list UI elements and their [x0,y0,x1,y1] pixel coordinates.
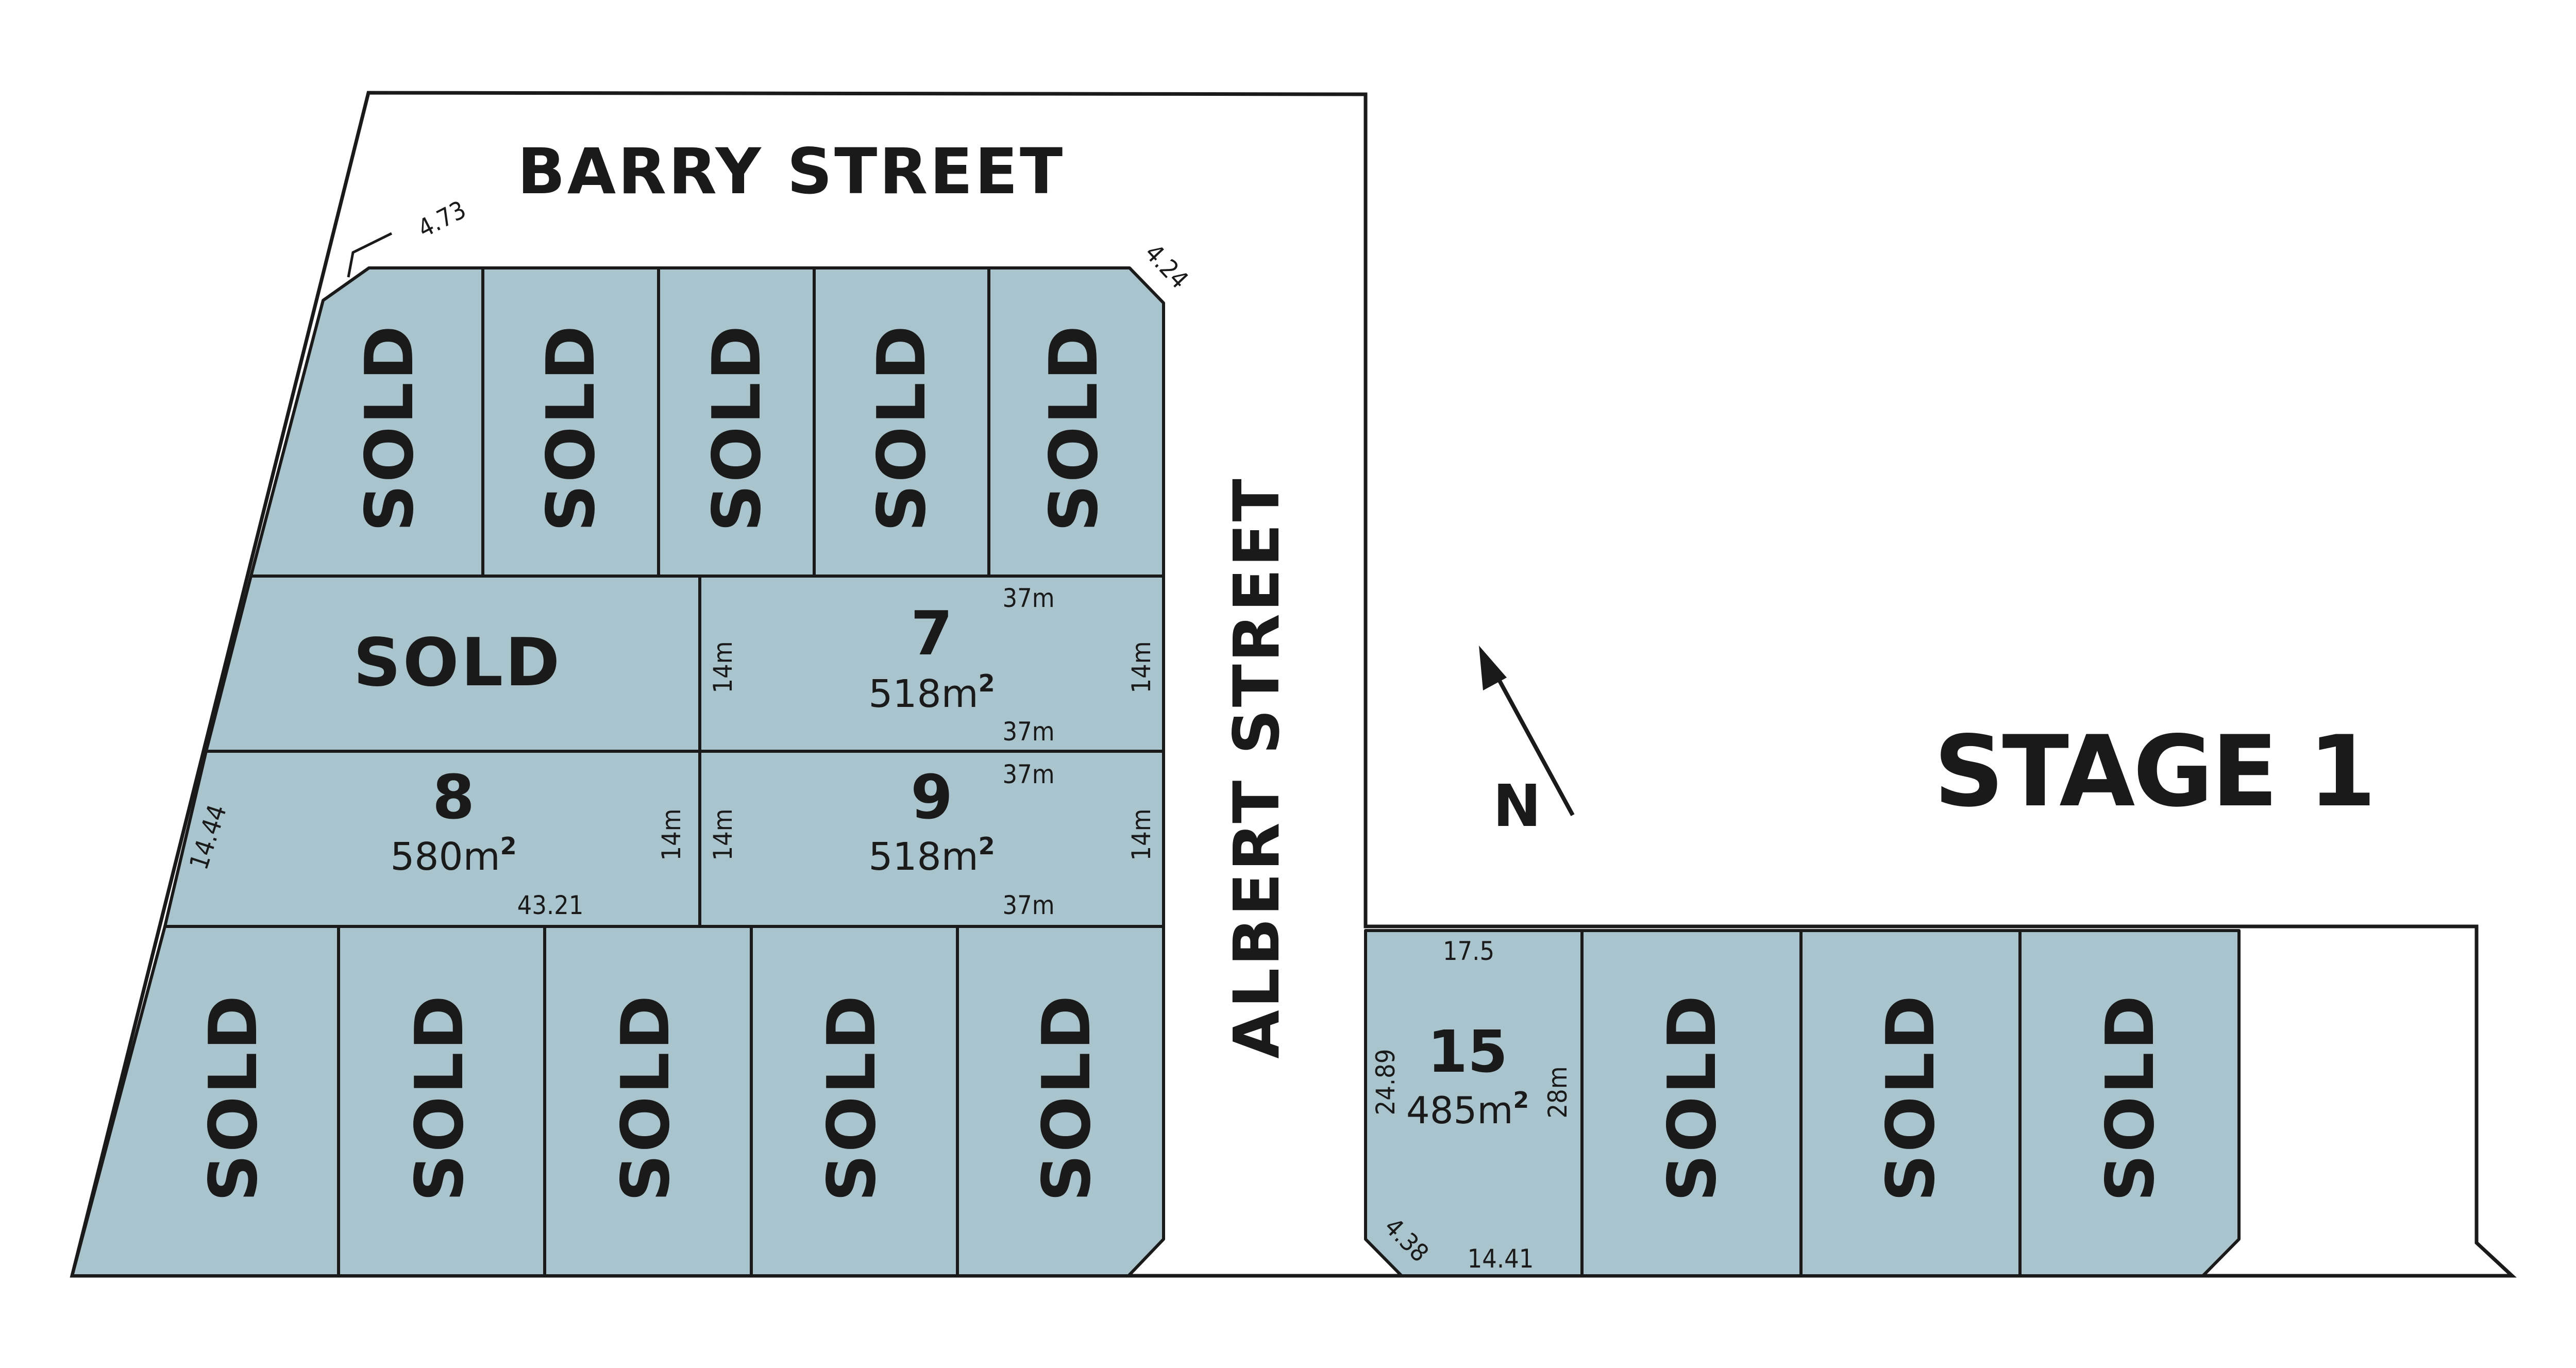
lot-7-bottom-dim: 37m [1002,717,1054,747]
lot-15[interactable] [1364,929,1584,1277]
lot-15-area: 485m2 [1406,1087,1529,1132]
corner-dim-arrow-icon [347,232,393,278]
sold-label: SOLD [1654,993,1731,1202]
lot-9-details: 9 518m2 37m 37m 14m 14m [708,759,1156,920]
north-block [71,266,1165,1277]
lot-9-bottom-dim: 37m [1002,890,1054,920]
sold-label: SOLD [401,993,478,1202]
sold-label: SOLD [1036,324,1113,532]
sold-label: SOLD [351,324,428,532]
sold-label: SOLD [533,324,610,532]
sold-lot-n5[interactable] [987,266,1165,578]
sold-label: SOLD [353,624,562,701]
lot-15-bottom-dim: 14.41 [1468,1244,1534,1274]
sold-label: SOLD [195,993,272,1202]
sold-label: SOLD [814,993,890,1202]
lot-7-number: 7 [911,598,953,669]
sold-label: SOLD [864,324,940,532]
north-label: N [1493,773,1541,840]
lot-7-details: 7 518m2 37m 37m 14m 14m [708,583,1156,747]
lot-15-left-dim: 24.89 [1371,1049,1401,1116]
sold-label: SOLD [1029,993,1105,1202]
lot-9-number: 9 [911,762,953,833]
lot-7-right-dim: 14m [1126,641,1156,693]
lot-8-number: 8 [432,762,475,833]
lot-15-number: 15 [1427,1019,1508,1086]
lot-9-left-dim: 14m [708,808,738,860]
north-arrow-icon [1479,646,1575,816]
sold-labels: SOLD SOLD SOLD SOLD SOLD SOLD SOLD SOLD … [195,324,2169,1202]
lot-15-top-dim: 17.5 [1443,936,1494,966]
lot-9-top-dim: 37m [1002,759,1054,789]
sold-label: SOLD [2092,993,2169,1202]
lot-7-left-dim: 14m [708,641,738,693]
lot-9-right-dim: 14m [1126,808,1156,860]
lot-7-area: 518m2 [868,669,995,716]
sold-label: SOLD [608,993,684,1202]
lot-8-right-dim: 14m [656,808,686,860]
east-block [1364,929,2241,1277]
sold-label: SOLD [1873,993,1949,1202]
lot-15-right-dim: 28m [1543,1066,1573,1118]
sold-label: SOLD [699,324,776,532]
stage-label: STAGE 1 [1934,715,2375,829]
lot-8-area: 580m2 [390,832,516,879]
lot-9-area: 518m2 [868,832,995,879]
sold-lot-s5[interactable] [956,925,1165,1277]
sold-lot-e3[interactable] [2018,929,2241,1277]
lot-8-bottom-dim: 43.21 [517,890,584,920]
lot-7-top-dim: 37m [1002,583,1054,613]
barry-street-label: BARRY STREET [517,135,1065,208]
albert-street-label: ALBERT STREET [1220,477,1293,1059]
